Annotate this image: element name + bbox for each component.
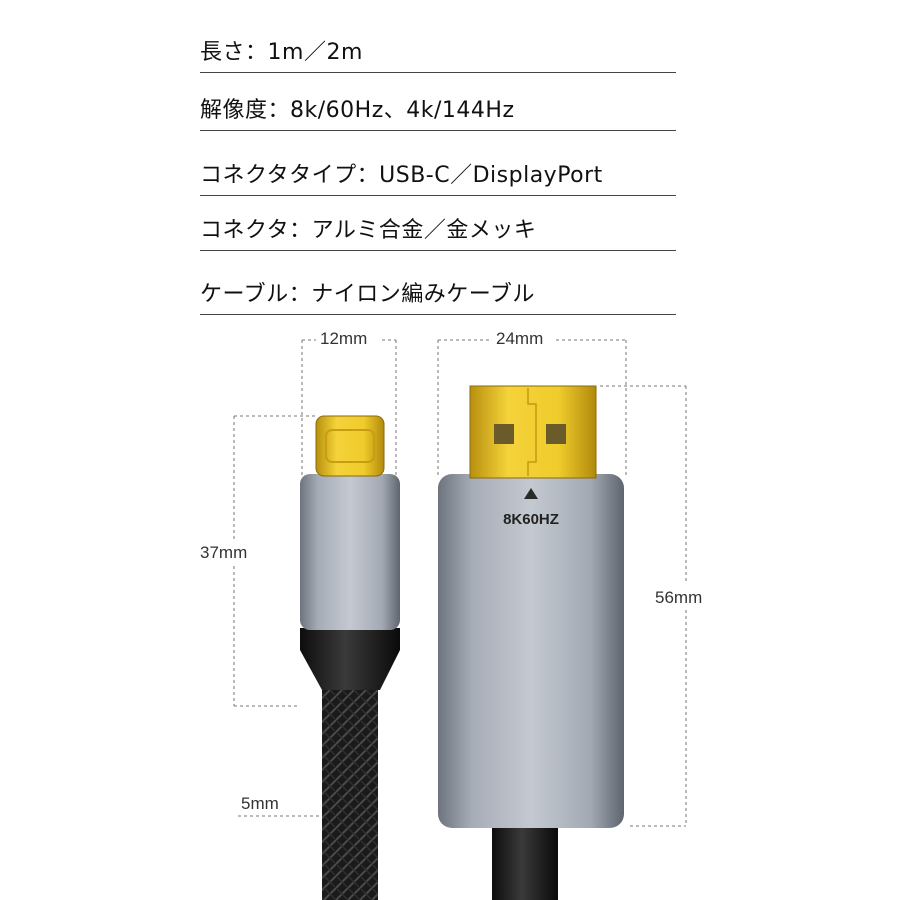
usb-c-braided-cable [322, 690, 378, 900]
usb-c-plug-slot [325, 429, 375, 463]
spec-label: ケーブル [200, 282, 289, 307]
dim-dp-length-guide [600, 385, 687, 827]
spec-separator: ： [289, 218, 312, 243]
spec-value: アルミ合金／金メッキ [311, 218, 537, 243]
spec-row-length: 長さ：1m／2m [200, 34, 676, 73]
spec-label: コネクタ [200, 218, 290, 243]
spec-separator: ： [267, 98, 291, 123]
dp-cable [492, 826, 558, 900]
spec-separator: ： [288, 282, 312, 307]
dim-usb-c-width-guide [301, 339, 397, 478]
spec-row-connector-type: コネクタタイプ：USB-C／DisplayPort [200, 157, 676, 196]
spec-separator: ： [245, 40, 268, 65]
dp-marking: 8K60HZ [503, 511, 559, 528]
spec-label: コネクタタイプ [200, 163, 357, 188]
spec-separator: ： [356, 163, 380, 188]
usb-c-connector [300, 415, 400, 900]
spec-value: ナイロン編みケーブル [311, 282, 535, 307]
usb-c-housing [300, 474, 400, 630]
spec-row-cable: ケーブル：ナイロン編みケーブル [200, 276, 676, 315]
usb-c-length-label: 37mm [198, 543, 250, 563]
spec-value: USB-C／DisplayPort [379, 163, 603, 188]
usb-c-strain-relief [300, 628, 400, 690]
dp-plug [469, 385, 597, 479]
cable-diameter-label: 5mm [239, 794, 281, 814]
spec-row-connector-material: コネクタ：アルミ合金／金メッキ [200, 212, 676, 251]
spec-label: 長さ [200, 40, 246, 65]
spec-value: 1m／2m [267, 40, 363, 65]
dim-dp-width-guide [437, 339, 627, 478]
spec-value: 8k/60Hz、4k/144Hz [290, 98, 515, 123]
usb-c-width-label: 12mm [318, 329, 370, 349]
dim-usb-c-length-guide [233, 415, 316, 707]
dp-orientation-arrow [524, 488, 538, 499]
dp-width-label: 24mm [494, 329, 546, 349]
spec-label: 解像度 [200, 98, 268, 123]
displayport-connector: 8K60HZ [438, 385, 624, 900]
dp-plug-hole-right [546, 424, 566, 444]
spec-row-resolution: 解像度：8k/60Hz、4k/144Hz [200, 92, 676, 131]
dp-housing [438, 474, 624, 828]
dp-plug-hole-left [494, 424, 514, 444]
dp-length-label: 56mm [653, 588, 705, 608]
dp-plug-seam [527, 388, 537, 476]
dimension-lines [233, 339, 687, 827]
